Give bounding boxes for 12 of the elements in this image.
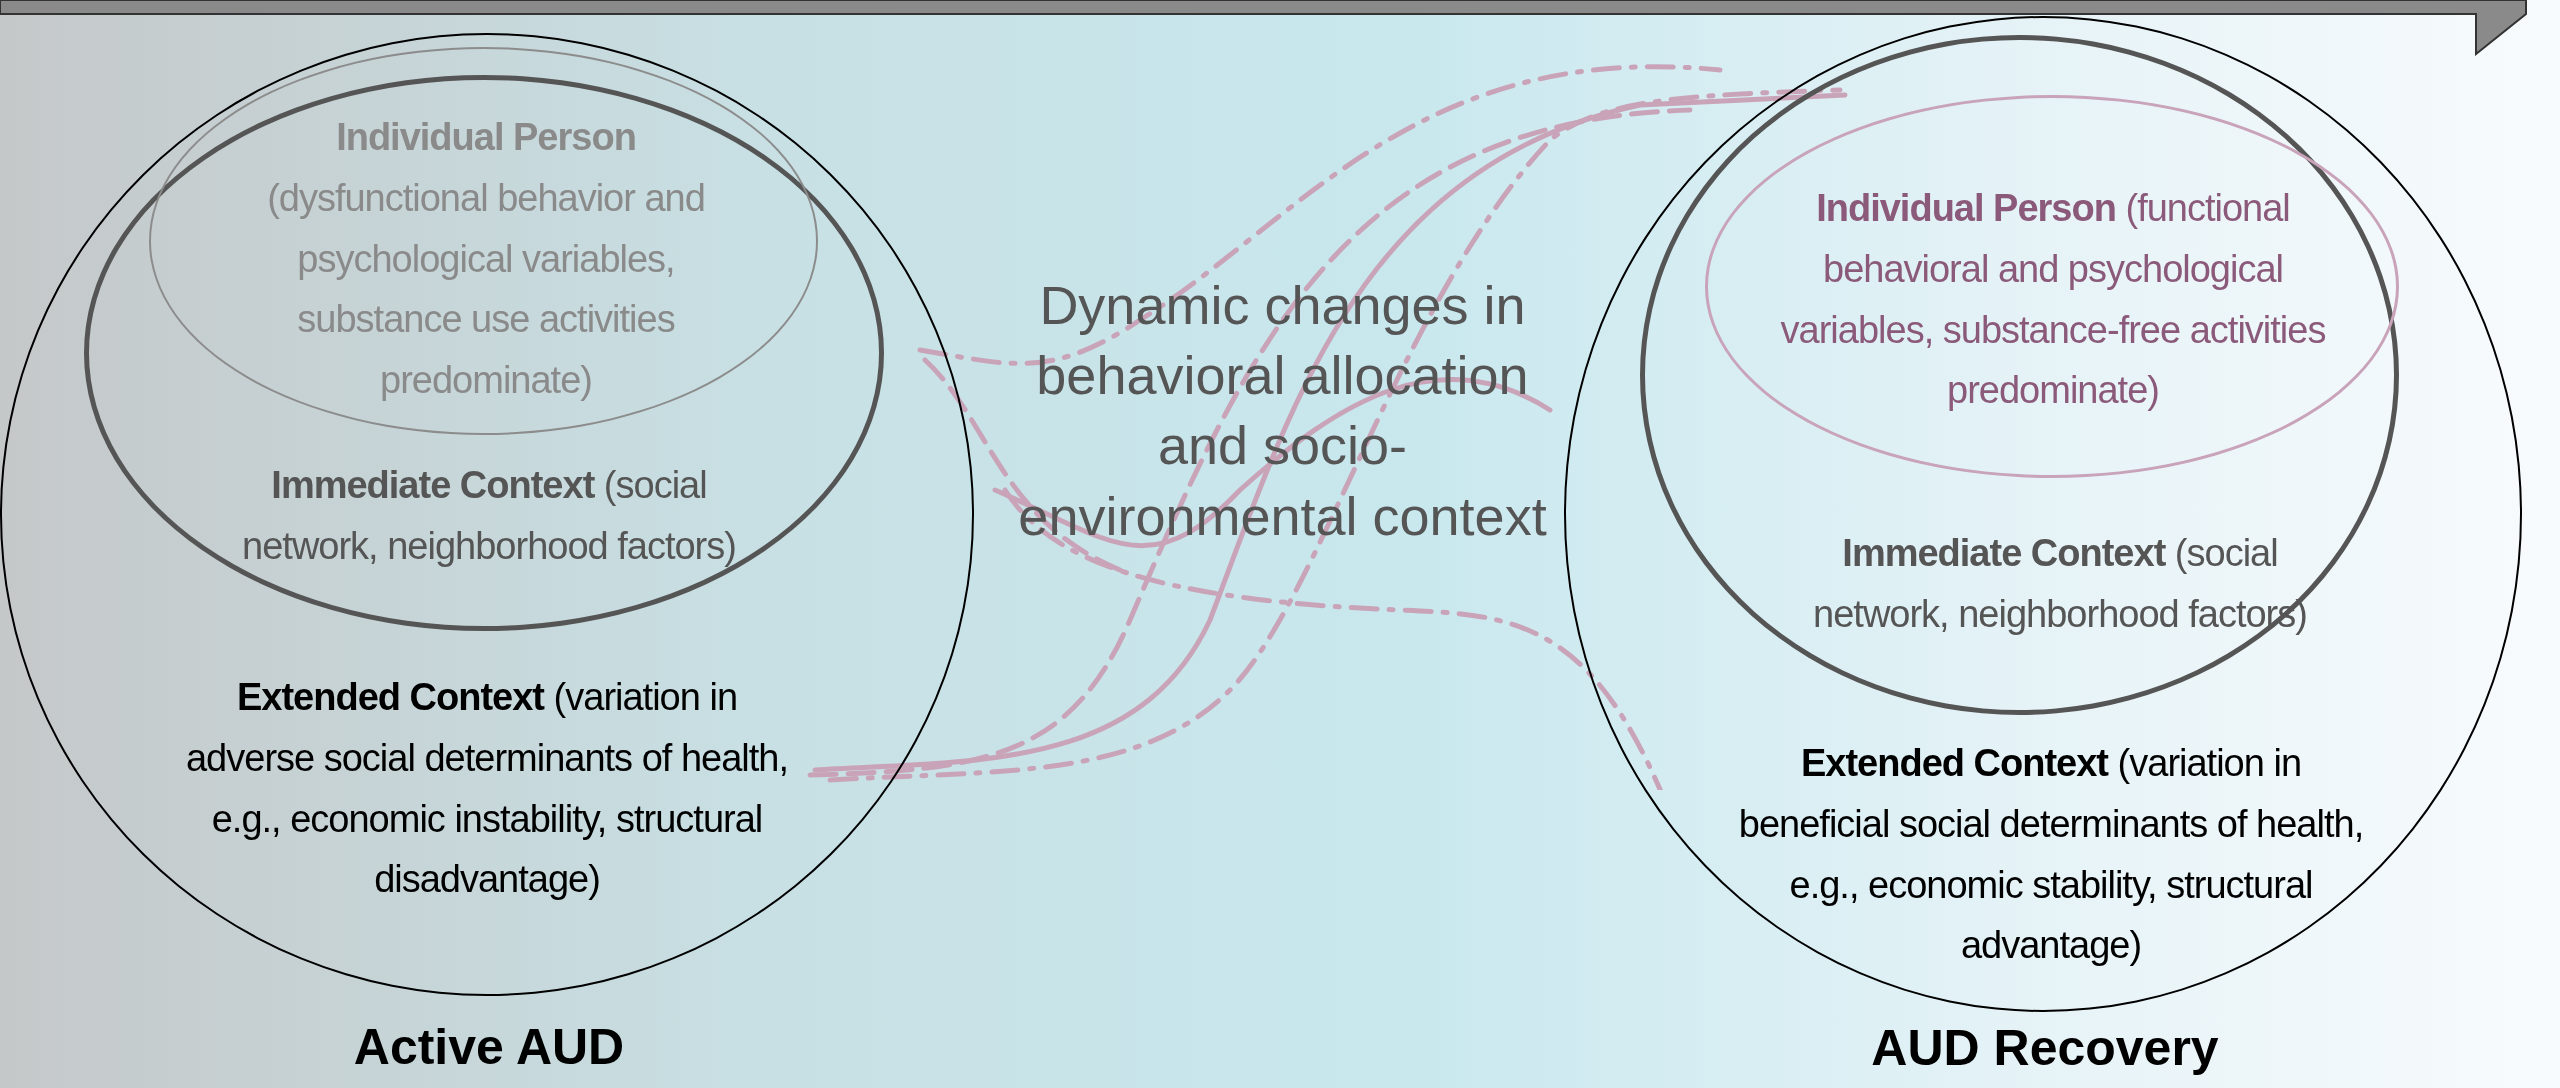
immediate-context-ellipse [1640, 35, 2399, 715]
individual-person-ellipse [149, 47, 818, 435]
stage-heading: AUD Recovery [1870, 1023, 2220, 1073]
immediate-context-ellipse [84, 75, 884, 631]
description-text: Immediate Context (social network, neighborhood factors) [241, 463, 737, 569]
description-text: Individual Person (functional behavioral and psychological variables, substance-free activities predominate) [1779, 186, 2327, 414]
description-text: Extended Context (variation in adverse social determinants of health, e.g., economic instability, structural disadvantage) [185, 675, 789, 903]
description-text: Individual Person (dysfunctional behavior and psychological variables, substance use activities predominate) [266, 115, 706, 404]
individual-person-ellipse [1705, 95, 2399, 478]
stage-heading: Active AUD [352, 1022, 626, 1072]
caption-text: Dynamic changes in behavioral allocation and socio-environmental context [1017, 274, 1548, 548]
description-text: Extended Context (variation in beneficial social determinants of health, e.g., economic stability, structural advantage) [1737, 741, 2365, 969]
